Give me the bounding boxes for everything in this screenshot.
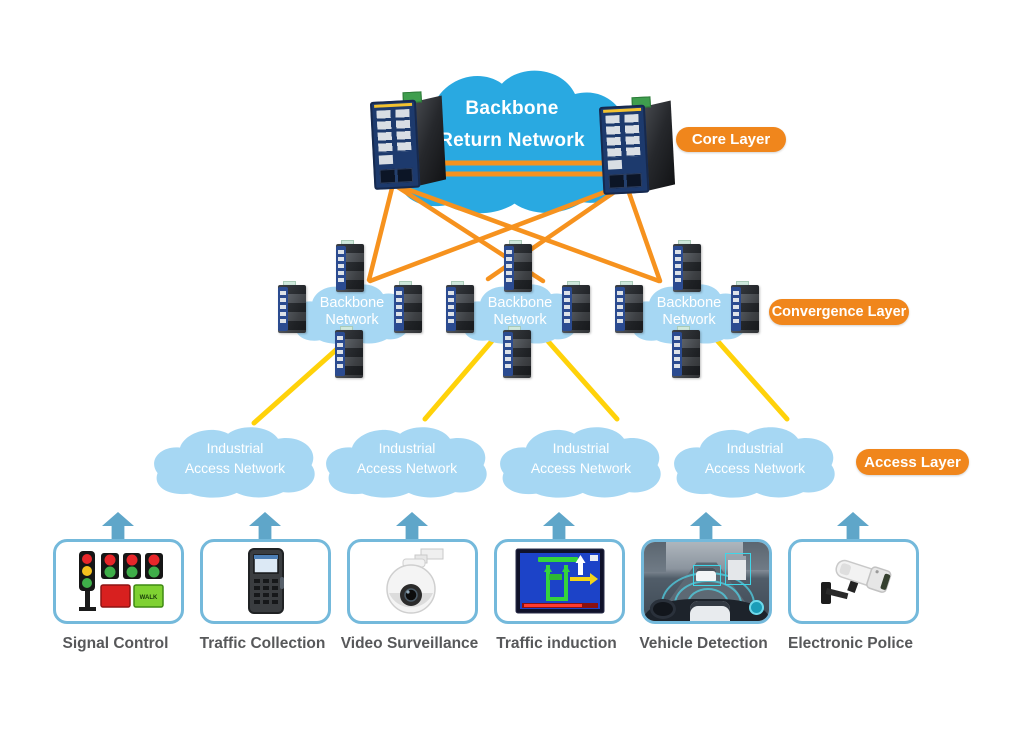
switch-port-strip	[446, 287, 456, 331]
switch-port-strip	[731, 287, 741, 331]
traffic-signal-icon: WALK	[78, 550, 164, 611]
switch-port-strip	[672, 332, 682, 376]
board-yellow-arrow	[569, 576, 590, 581]
convergence-switch	[504, 240, 532, 292]
switch-front-panel	[369, 99, 421, 190]
switch-console-port	[378, 154, 394, 165]
traffic-induction-board-icon	[515, 548, 604, 613]
convergence-cloud-1-label: Backbone Network	[290, 295, 414, 329]
convergence-switch	[394, 281, 422, 333]
convergence-cloud-3-label: Backbone Network	[627, 295, 751, 329]
core-switch-left	[369, 90, 450, 192]
device-label: Vehicle Detection	[639, 635, 768, 652]
convergence-layer-badge: Convergence Layer	[769, 299, 909, 325]
convergence-switch	[615, 281, 643, 333]
switch-port-strip	[504, 246, 514, 290]
switch-front-panel	[598, 104, 650, 195]
cloud-line2: Access Network	[704, 460, 806, 476]
device-label: Electronic Police	[788, 635, 913, 652]
cloud-line1: Industrial	[726, 440, 784, 456]
convergence-switch	[503, 326, 531, 378]
device-label: Video Surveillance	[340, 635, 479, 652]
vehicle-detection-scene	[644, 542, 769, 621]
device-card-video-surveillance	[347, 539, 478, 624]
terminal-keypad	[253, 578, 278, 604]
detected-car	[696, 568, 716, 581]
core-cloud-line1: Backbone	[465, 98, 559, 119]
detected-truck	[728, 556, 746, 580]
convergence-switch	[278, 281, 306, 333]
access-layer-badge: Access Layer	[856, 449, 969, 475]
device-label: Traffic Collection	[199, 635, 326, 652]
access-cloud-1-label: Industrial Access Network	[149, 438, 321, 478]
cloud-line1: Industrial	[552, 440, 610, 456]
device-card-traffic-induction	[494, 539, 625, 624]
device-card-traffic-collection	[200, 539, 331, 624]
hud-badge	[749, 600, 764, 615]
cloud-line1: Backbone	[487, 295, 553, 311]
switch-port-strip	[615, 287, 625, 331]
switch-port-strip	[394, 287, 404, 331]
core-cloud-label: Backbone Return Network	[398, 93, 626, 157]
convergence-switch	[335, 326, 363, 378]
convergence-cloud-2-label: Backbone Network	[458, 295, 582, 329]
switch-led-strip	[374, 102, 413, 108]
access-cloud-4-label: Industrial Access Network	[669, 438, 841, 478]
camera-body	[834, 559, 891, 593]
cloud-line2: Network	[493, 312, 547, 328]
convergence-switch	[673, 240, 701, 292]
cloud-line2: Network	[325, 312, 379, 328]
switch-port-grid	[376, 108, 412, 153]
device-card-vehicle-detection	[641, 539, 772, 624]
device-card-signal-control: WALK	[53, 539, 184, 624]
switch-port-strip	[562, 287, 572, 331]
convergence-switch	[731, 281, 759, 333]
core-switch-right	[598, 95, 679, 197]
bullet-camera-icon	[820, 559, 891, 604]
switch-port-strip	[335, 332, 345, 376]
device-label: Traffic induction	[496, 635, 617, 652]
cloud-line1: Industrial	[378, 440, 436, 456]
device-card-electronic-police	[788, 539, 919, 624]
cloud-line1: Industrial	[206, 440, 264, 456]
convergence-to-access-lines	[251, 334, 790, 426]
convergence-switch	[336, 240, 364, 292]
switch-port-strip	[336, 246, 346, 290]
cloud-line1: Backbone	[319, 295, 385, 311]
access-cloud-2-label: Industrial Access Network	[321, 438, 493, 478]
building-silhouette	[743, 542, 769, 570]
access-cloud-3-label: Industrial Access Network	[495, 438, 667, 478]
convergence-switch	[446, 281, 474, 333]
cloud-line2: Network	[662, 312, 716, 328]
switch-console-port	[607, 159, 623, 170]
switch-port-strip	[503, 332, 513, 376]
convergence-switch	[562, 281, 590, 333]
cloud-line2: Access Network	[530, 460, 632, 476]
switch-port-strip	[278, 287, 288, 331]
ego-car-hood	[690, 601, 730, 621]
switch-sfp-slots	[608, 172, 643, 189]
switch-sfp-slots	[379, 167, 414, 184]
walk-sign-text: WALK	[139, 595, 157, 601]
core-to-convergence-lines	[366, 181, 663, 284]
device-label: Signal Control	[62, 635, 169, 652]
cloud-line2: Access Network	[356, 460, 458, 476]
detection-box	[693, 565, 721, 586]
steering-wheel	[650, 599, 676, 619]
cloud-line2: Access Network	[184, 460, 286, 476]
board-road-map	[537, 556, 578, 601]
ptz-dome-camera-icon	[385, 548, 443, 614]
core-cloud-line2: Return Network	[439, 130, 585, 151]
cloud-line1: Backbone	[656, 295, 722, 311]
switch-port-strip	[673, 246, 683, 290]
switch-port-grid	[605, 113, 641, 158]
pedestrian-signal-heads	[100, 552, 163, 579]
detection-box	[725, 553, 751, 585]
building-silhouette	[644, 542, 666, 572]
core-layer-badge: Core Layer	[676, 127, 786, 152]
convergence-switch	[672, 326, 700, 378]
switch-led-strip	[603, 107, 642, 113]
handheld-terminal-icon	[247, 547, 284, 614]
